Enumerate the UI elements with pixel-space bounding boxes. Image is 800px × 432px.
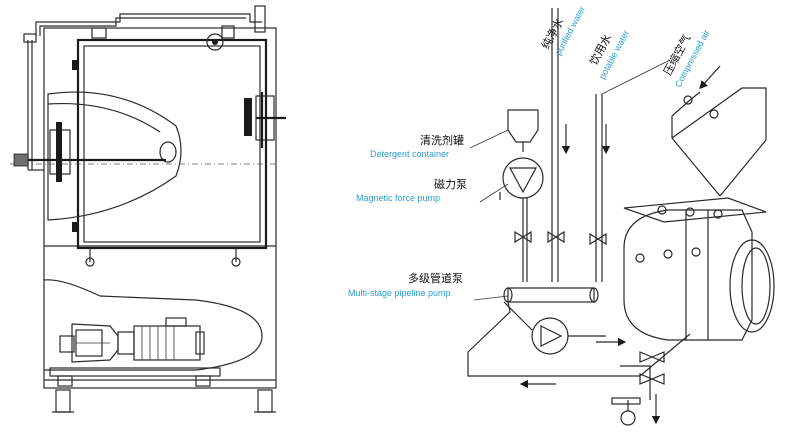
- magnetic-pump-label-cn: 磁力泵: [434, 178, 467, 191]
- drain-icon: [620, 410, 636, 426]
- rotating-drum: [47, 91, 182, 221]
- motor: [133, 325, 201, 361]
- machine-elevation: [10, 5, 286, 413]
- valve-icon: [514, 230, 607, 246]
- process-flow: [467, 8, 775, 426]
- detergent-label-en: Detergent container: [370, 149, 449, 159]
- top-pipe: [35, 13, 262, 36]
- multistage-pump-label-cn: 多级管道泵: [408, 271, 463, 285]
- header-pipe: [507, 287, 595, 303]
- multistage-pump-label-en: Multi-stage pipeline pump: [348, 288, 451, 298]
- foot-left: [55, 389, 71, 413]
- motor-housing: [43, 279, 263, 371]
- top-valve-icon: [206, 33, 224, 51]
- detergent-label-cn: 清洗剂罐: [420, 133, 464, 147]
- detergent-tank: [507, 109, 539, 143]
- foot-right: [257, 389, 273, 413]
- magnetic-pump-label-en: Magnetic force pump: [356, 193, 440, 203]
- multistage-pump-icon: [531, 317, 569, 355]
- door-frame: [76, 38, 268, 250]
- nozzle-icon: [635, 95, 723, 263]
- washing-drum: [623, 209, 753, 341]
- cabinet-outline: [43, 27, 277, 389]
